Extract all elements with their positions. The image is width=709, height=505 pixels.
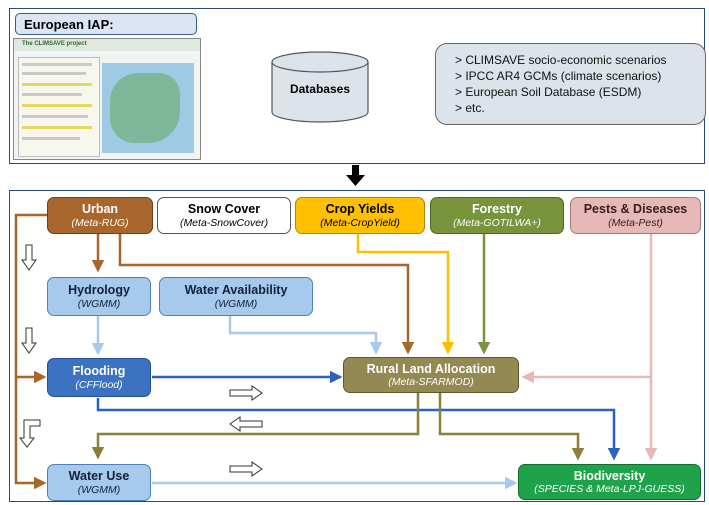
crop-yields-title: Crop Yields — [325, 202, 395, 217]
pests-diseases-title: Pests & Diseases — [583, 202, 688, 217]
snow-cover-model-wrap: (Meta-SnowCover) — [179, 216, 269, 229]
water-use-model: WGMM — [81, 483, 117, 496]
biodiversity-box[interactable]: Biodiversity (SPECIES & Meta-LPJ-GUESS) — [518, 464, 701, 500]
water-use-model-wrap: (WGMM) — [77, 483, 121, 496]
screenshot-control-row — [22, 93, 82, 96]
flooding-box[interactable]: Flooding (CFFlood) — [47, 358, 151, 397]
forestry-box[interactable]: Forestry (Meta-GOTILWA+) — [430, 197, 564, 234]
rural-land-allocation-title: Rural Land Allocation — [366, 361, 496, 376]
hydrology-model-wrap: (WGMM) — [77, 297, 121, 310]
screenshot-header — [14, 39, 200, 51]
flooding-model: CFFlood — [78, 378, 120, 391]
urban-to-water-use-arrow — [14, 377, 47, 490]
water-use-box[interactable]: Water Use (WGMM) — [47, 464, 151, 501]
water-availability-model: WGMM — [218, 297, 254, 310]
hollow-right-arrow-icon — [229, 461, 263, 477]
scenario-item: > European Soil Database (ESDM) — [455, 85, 642, 99]
database-icon — [271, 51, 369, 123]
screenshot-title: The CLIMSAVE project — [22, 41, 87, 47]
scenario-item: > CLIMSAVE socio-economic scenarios — [455, 53, 667, 67]
biodiversity-model-wrap: (SPECIES & Meta-LPJ-GUESS) — [534, 483, 685, 496]
forestry-model-wrap: (Meta-GOTILWA+) — [453, 216, 541, 229]
water-use-title: Water Use — [68, 469, 130, 484]
urban-model: Meta-RUG — [74, 216, 126, 229]
screenshot-control-row — [22, 115, 88, 118]
urban-title: Urban — [81, 202, 119, 217]
hollow-down-arrow-icon — [21, 327, 37, 354]
rural-land-allocation-box[interactable]: Rural Land Allocation (Meta-SFARMOD) — [343, 357, 519, 393]
hollow-down-arrow-icon — [21, 244, 37, 271]
crop-yields-box[interactable]: Crop Yields (Meta-CropYield) — [295, 197, 425, 234]
screenshot-control-row — [22, 72, 86, 75]
hydrology-box[interactable]: Hydrology (WGMM) — [47, 277, 151, 316]
rural-to-water-use-arrow — [91, 392, 420, 460]
rural-land-allocation-model-wrap: (Meta-SFARMOD) — [388, 376, 474, 389]
snow-cover-box[interactable]: Snow Cover (Meta-SnowCover) — [157, 197, 291, 234]
hydrology-model: WGMM — [81, 297, 117, 310]
hollow-left-arrow-icon — [229, 416, 263, 432]
iap-title: European IAP: — [15, 13, 197, 35]
screenshot-slider — [22, 104, 92, 107]
screenshot-slider — [22, 126, 92, 129]
forestry-title: Forestry — [471, 202, 523, 217]
snow-cover-model: Meta-SnowCover — [183, 216, 265, 229]
iap-screenshot: The CLIMSAVE project — [13, 38, 201, 160]
water-availability-model-wrap: (WGMM) — [214, 297, 258, 310]
screenshot-map-land — [110, 73, 180, 143]
rural-to-biodiversity-arrow — [438, 392, 585, 461]
hollow-turn-arrow-icon — [18, 419, 41, 448]
hollow-right-arrow-icon — [229, 385, 263, 401]
urban-to-flooding-arrow — [14, 213, 48, 384]
pests-diseases-box[interactable]: Pests & Diseases (Meta-Pest) — [570, 197, 701, 234]
water-availability-title: Water Availability — [184, 283, 288, 298]
forestry-model: Meta-GOTILWA+ — [456, 216, 538, 229]
rural-land-allocation-model: Meta-SFARMOD — [391, 376, 471, 389]
hydrology-title: Hydrology — [68, 283, 130, 298]
scenario-item: > etc. — [455, 101, 485, 115]
flooding-model-wrap: (CFFlood) — [75, 378, 123, 391]
screenshot-slider — [22, 83, 92, 86]
flooding-title: Flooding — [72, 364, 126, 379]
crop-yields-model-wrap: (Meta-CropYield) — [320, 216, 400, 229]
biodiversity-title: Biodiversity — [573, 468, 646, 483]
down-arrow-icon — [346, 165, 365, 186]
water-availability-box[interactable]: Water Availability (WGMM) — [159, 277, 313, 316]
screenshot-control-row — [22, 63, 92, 66]
screenshot-control-row — [22, 137, 80, 140]
scenario-item: > IPCC AR4 GCMs (climate scenarios) — [455, 69, 662, 83]
snow-cover-title: Snow Cover — [187, 202, 261, 217]
crop-yields-model: Meta-CropYield — [323, 216, 397, 229]
crop-to-rural-arrow — [356, 233, 455, 355]
flooding-to-biodiversity-arrow — [96, 398, 621, 461]
biodiversity-model: SPECIES & Meta-LPJ-GUESS — [537, 483, 682, 496]
urban-to-rural-arrow — [118, 233, 415, 355]
pests-diseases-model-wrap: (Meta-Pest) — [608, 216, 663, 229]
urban-model-wrap: (Meta-RUG) — [71, 216, 129, 229]
pests-diseases-model: Meta-Pest — [611, 216, 660, 229]
water-availability-to-rural-arrow — [228, 315, 383, 355]
scenario-list: > CLIMSAVE socio-economic scenarios > IP… — [435, 43, 706, 125]
urban-box[interactable]: Urban (Meta-RUG) — [47, 197, 153, 234]
pests-to-rural-arrow — [521, 233, 653, 384]
databases-label: Databases — [289, 82, 351, 96]
